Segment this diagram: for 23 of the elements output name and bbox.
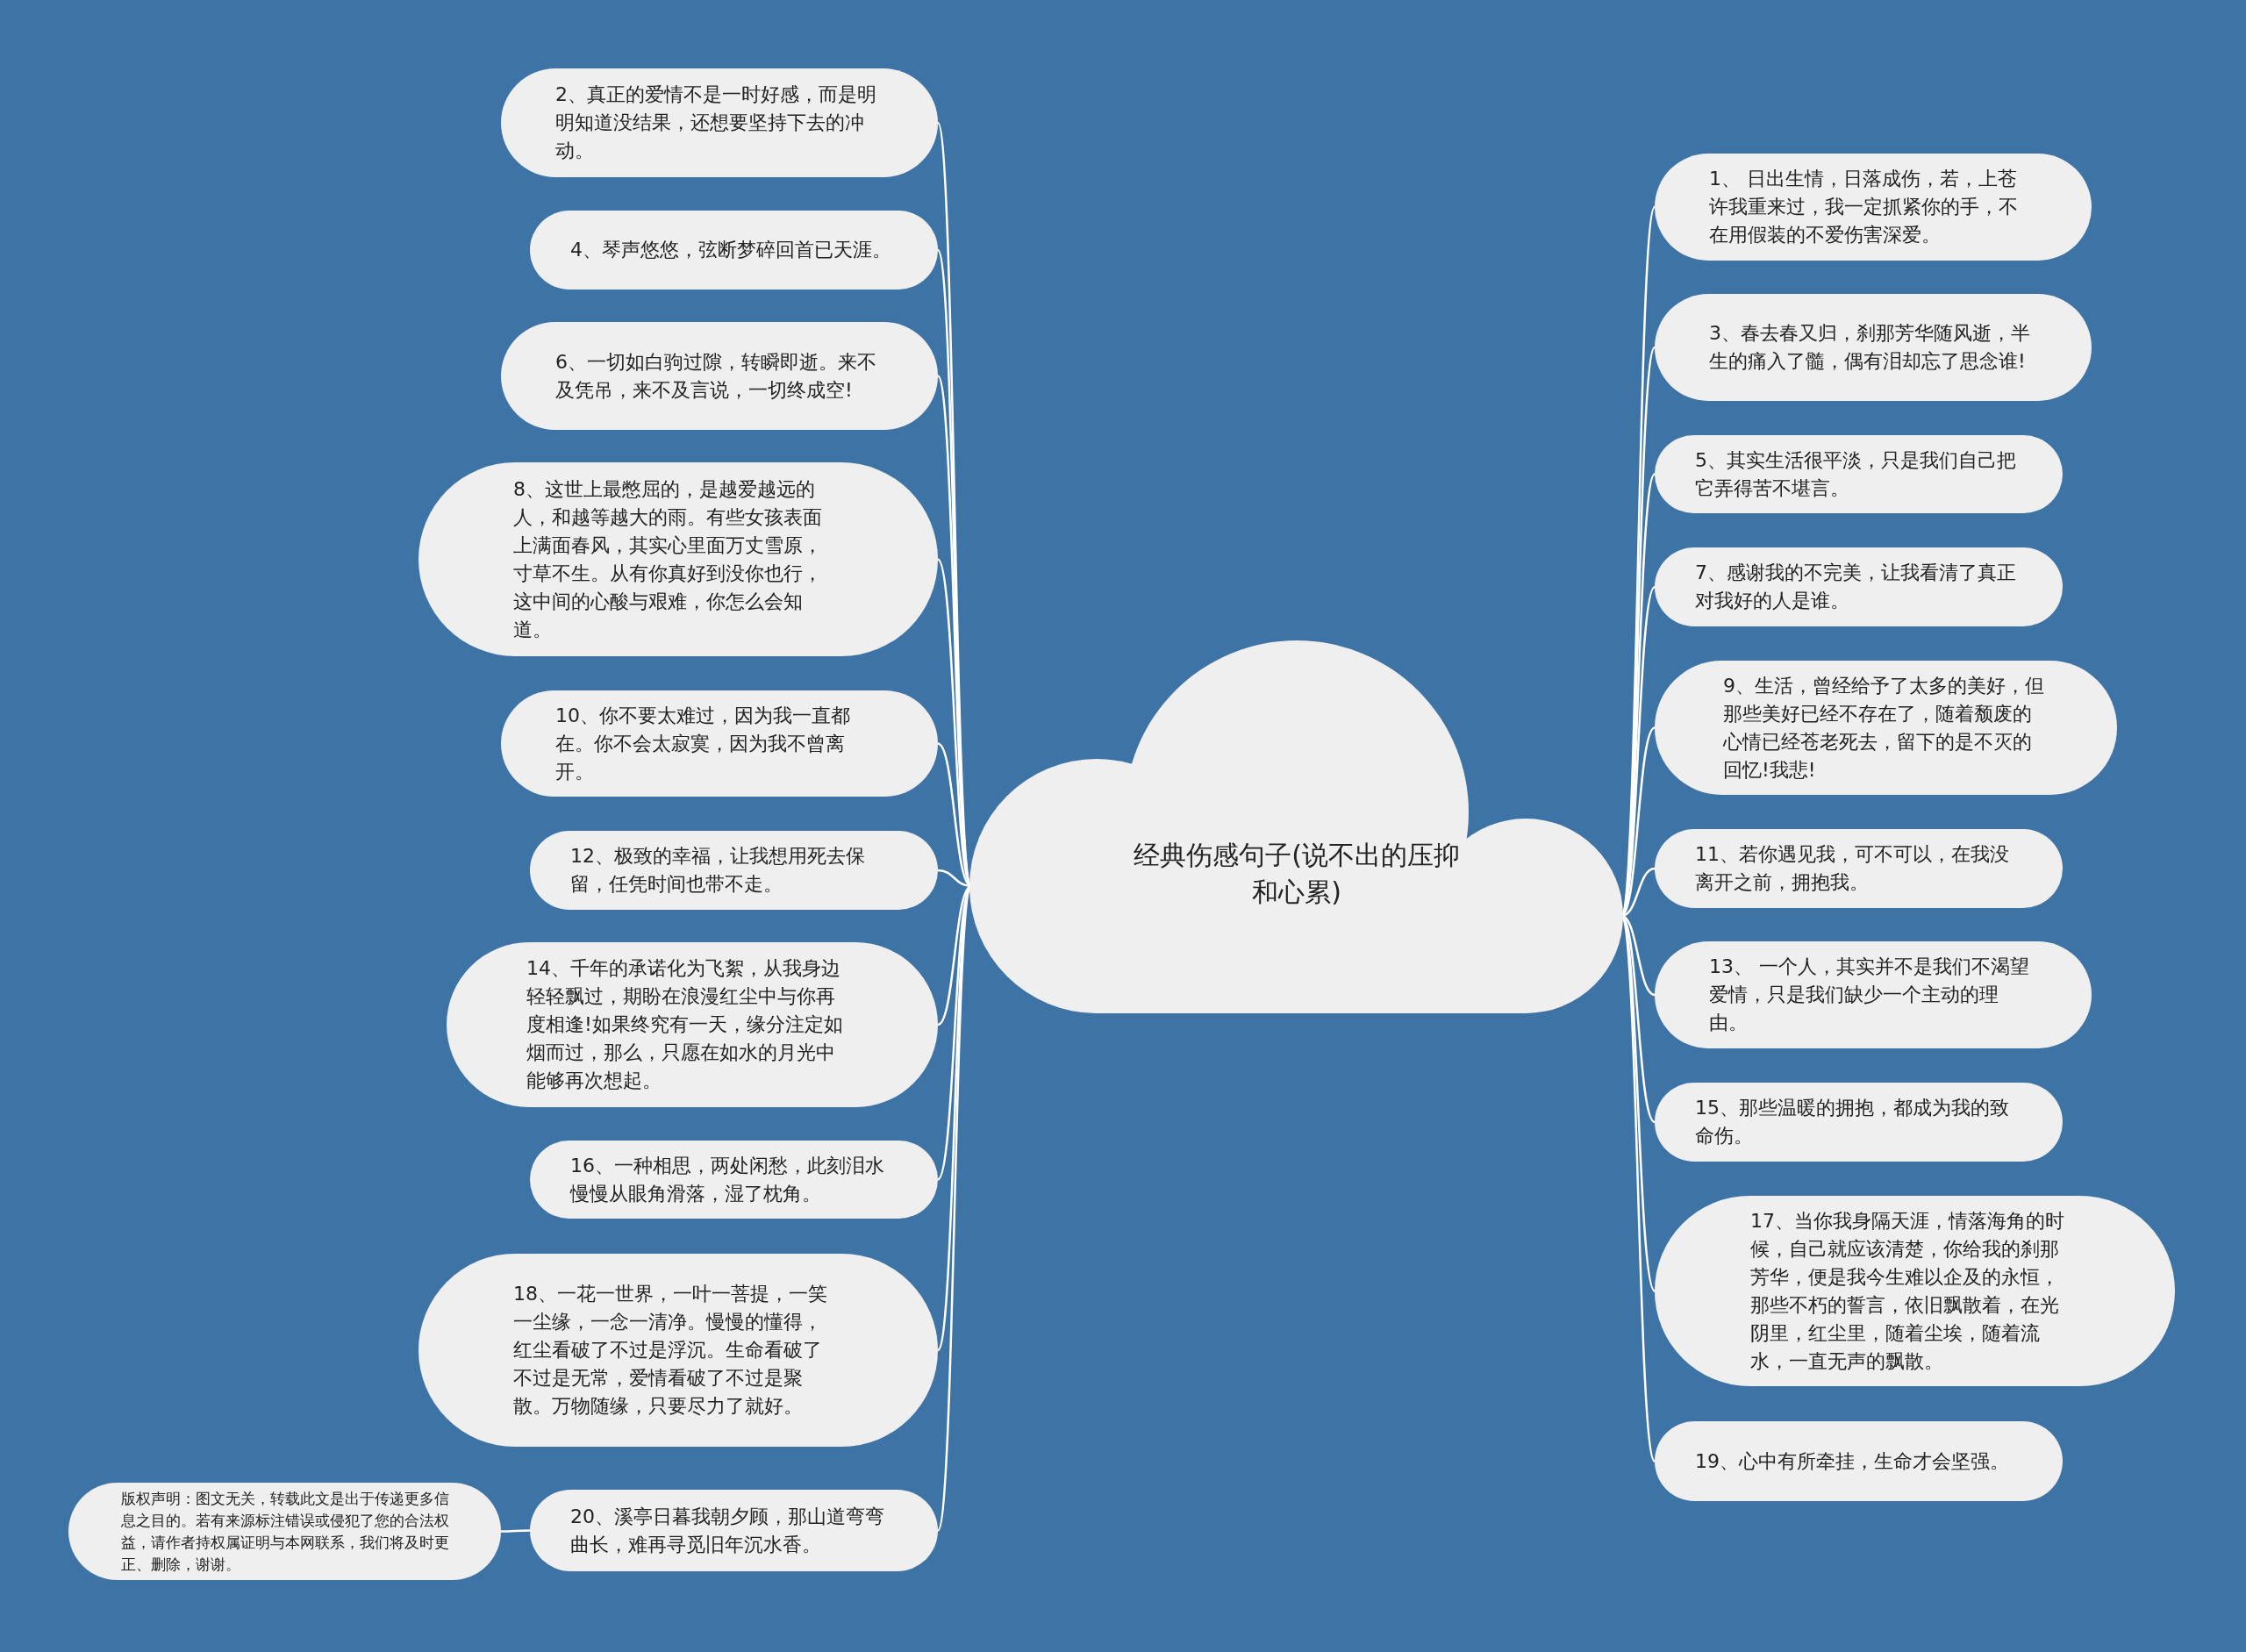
topic-text: 13、 一个人，其实并不是我们不渴望爱情，只是我们缺少一个主动的理由。 xyxy=(1709,955,2030,1035)
topic-text: 18、一花一世界，一叶一菩提，一笑一尘缘，一念一清净。慢慢的懂得，红尘看破了不过是浮沉。生命看破了不过是无常，爱情看破了不过是聚散。万物随缘，只要尽力了就好。 xyxy=(513,1282,828,1419)
topic-text: 6、一切如白驹过隙，转瞬即逝。来不及凭吊，来不及言说，一切终成空! xyxy=(555,349,877,403)
topic-text: 15、那些温暖的拥抱，都成为我的致命伤。 xyxy=(1695,1096,2010,1148)
topic-text: 17、当你我身隔天涯，情落海角的时候，自己就应该清楚，你给我的刹那芳华，便是我今生难以企及的永恒，那些不朽的誓言，依旧飘散着，在光阴里，红尘里，随着尘埃，随着流水，一直无声的飘散。 xyxy=(1750,1208,2065,1374)
topic-text: 8、这世上最憋屈的，是越爱越远的人，和越等越大的雨。有些女孩表面上满面春风，其实心里面万丈雪原，寸草不生。从有你真好到没你也行，这中间的心酸与艰难，你怎么会知道。 xyxy=(513,476,823,642)
topic-text: 16、一种相思，两处闲愁，此刻泪水慢慢从眼角滑落，湿了枕角。 xyxy=(570,1153,885,1206)
topic-text: 12、极致的幸福，让我想用死去保留，任凭时间也带不走。 xyxy=(570,844,866,897)
topic-text: 版权声明：图文无关，转载此文是出于传递更多信息之目的。若有来源标注错误或侵犯了您的合法权益，请作者持权属证明与本网联系，我们将及时更正、删除，谢谢。 xyxy=(121,1488,450,1575)
connector-line xyxy=(501,1529,530,1533)
topic-text: 3、春去春又归，刹那芳华随风逝，半生的痛入了髓，偶有泪却忘了思念谁! xyxy=(1709,321,2031,374)
topic-text: 9、生活，曾经给予了太多的美好，但那些美好已经不存在了，随着颓废的心情已经苍老死去，留下的是不灭的回忆!我悲! xyxy=(1723,673,2045,783)
topic-text: 7、感谢我的不完美，让我看清了真正对我好的人是谁。 xyxy=(1695,561,2017,613)
topic-text: 4、琴声悠悠，弦断梦碎回首已天涯。 xyxy=(570,238,892,262)
topic-text: 20、溪亭日暮我朝夕顾，那山道弯弯曲长，难再寻觅旧年沉水香。 xyxy=(570,1504,885,1557)
topic-text: 1、 日出生情，日落成伤，若，上苍许我重来过，我一定抓紧你的手，不在用假装的不爱伤害深爱。 xyxy=(1709,167,2019,247)
topic-text: 2、真正的爱情不是一时好感，而是明明知道没结果，还想要坚持下去的冲动。 xyxy=(555,82,877,163)
central-topic-text: 经典伤感句子(说不出的压抑和心累) xyxy=(1133,839,1461,909)
topic-text: 5、其实生活很平淡，只是我们自己把它弄得苦不堪言。 xyxy=(1695,447,2017,501)
topic-text: 19、心中有所牵挂，生命才会坚强。 xyxy=(1695,1448,2010,1474)
topic-text: 14、千年的承诺化为飞絮，从我身边轻轻飘过，期盼在浪漫红尘中与你再度相逢!如果终究有一天，缘分注定如烟而过，那么，只愿在如水的月光中能够再次想起。 xyxy=(526,956,844,1093)
topic-text: 11、若你遇见我，可不可以，在我没离开之前，拥抱我。 xyxy=(1695,842,2010,895)
topic-text: 10、你不要太难过，因为我一直都在。你不会太寂寞，因为我不曾离开。 xyxy=(555,703,851,784)
